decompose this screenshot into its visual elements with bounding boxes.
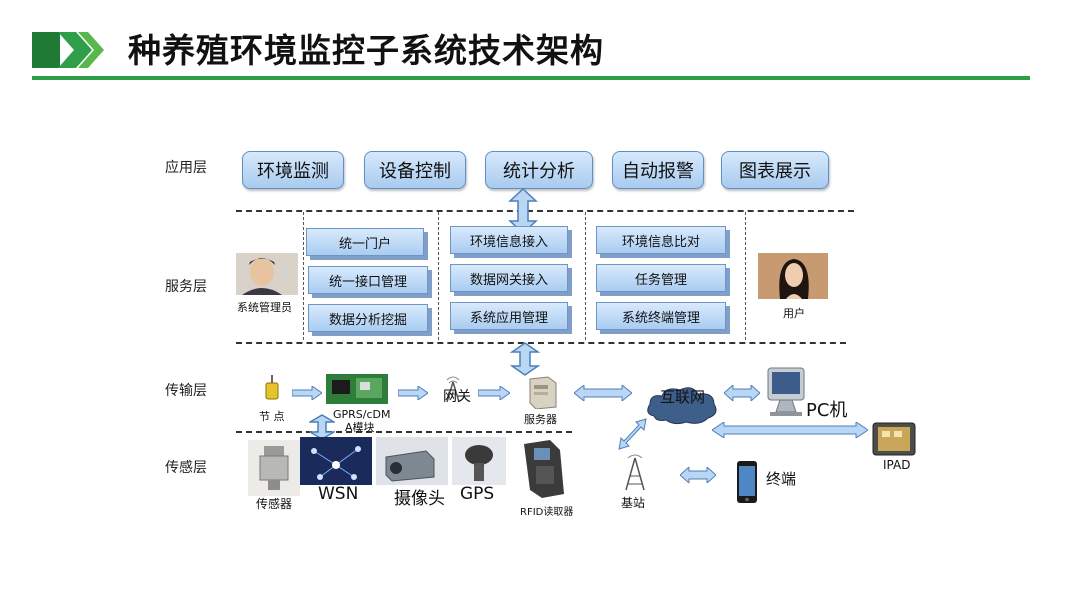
service-col-divider [585,212,586,340]
svc-box-gateway-access: 数据网关接入 [450,264,568,292]
double-arrow-service-transport [510,342,540,376]
wsn-label: WSN [318,484,359,504]
user-label: 用户 [783,307,805,320]
app-box-env-monitor: 环境监测 [242,151,344,189]
terminal-label: 终端 [766,470,797,488]
svc-box-data-mining: 数据分析挖掘 [308,304,428,332]
admin-avatar [236,253,298,295]
admin-label: 系统管理员 [237,301,292,314]
divider-service-transport [236,342,846,344]
app-box-device-control: 设备控制 [364,151,466,189]
app-box-statistics: 统计分析 [485,151,593,189]
double-arrow-internet-ipad [712,422,868,438]
app-box-auto-alarm: 自动报警 [612,151,704,189]
rfid-reader-icon [524,440,564,498]
svc-box-task-mgmt: 任务管理 [596,264,726,292]
header-chevron-icon [32,32,104,68]
sensor-icon [248,440,300,496]
gps-icon [452,437,506,505]
camera-icon [376,437,448,505]
arrow-icon [292,386,322,400]
svc-box-terminal-mgmt: 系统终端管理 [596,302,726,330]
layer-label-transport: 传输层 [165,383,207,399]
phone-icon [737,461,757,503]
svc-box-interface-mgmt: 统一接口管理 [308,266,428,294]
double-arrow-basestation-terminal [680,467,716,483]
arrow-icon [478,386,510,400]
service-col-divider [745,212,746,340]
server-label: 服务器 [524,413,557,426]
svc-box-portal: 统一门户 [306,228,424,256]
double-arrow-server-internet [574,385,632,401]
sensor-label: 传感器 [256,497,293,511]
internet-cloud-icon [647,387,717,425]
base-station-icon [625,454,645,491]
gprs-label-1: GPRS/cDM [333,408,391,421]
user-avatar [758,253,828,299]
server-icon [529,376,557,409]
node-label: 节 点 [259,410,285,423]
camera-label: 摄像头 [394,489,445,509]
base-station-label: 基站 [621,496,646,510]
double-arrow-internet-basestation [618,418,647,450]
wsn-icon [300,437,372,505]
double-arrow-internet-pc [724,385,760,401]
rfid-label: RFID读取器 [520,507,574,518]
node-icon [265,375,279,400]
internet-label: 互联网 [660,388,706,406]
gprs-label-2: A模块 [345,421,375,434]
svc-box-env-access: 环境信息接入 [450,226,568,254]
app-box-charts: 图表展示 [721,151,829,189]
layer-label-app: 应用层 [165,160,207,176]
gprs-module-icon [326,374,388,404]
svc-box-env-compare: 环境信息比对 [596,226,726,254]
gateway-label: 网关 [443,389,471,405]
divider-app-service [236,210,854,212]
arrow-icon [398,386,428,400]
pc-icon [767,367,805,416]
layer-label-sensing: 传感层 [165,460,207,476]
page-title: 种养殖环境监控子系统技术架构 [128,31,604,70]
title-divider [32,76,1030,80]
layer-label-service: 服务层 [165,279,207,295]
ipad-icon [872,422,916,456]
service-col-divider [438,212,439,340]
svc-box-app-mgmt: 系统应用管理 [450,302,568,330]
ipad-label: IPAD [883,458,911,472]
pc-label: PC机 [806,400,848,421]
gps-label: GPS [460,484,495,504]
divider-transport-sensing [236,431,572,433]
service-col-divider [303,212,304,340]
gateway-antenna-icon [446,376,460,403]
